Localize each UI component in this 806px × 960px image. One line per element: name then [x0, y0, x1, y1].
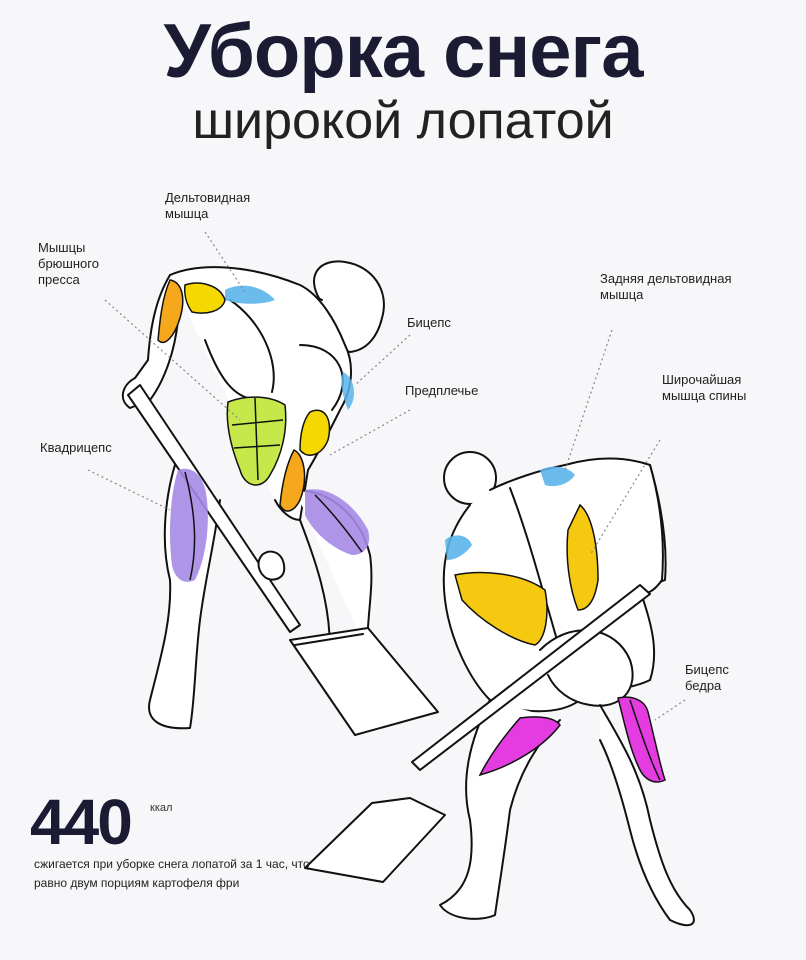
calories-description: сжигается при уборке снега лопатой за 1 …	[34, 857, 310, 890]
label-quadriceps: Квадрицепс	[40, 440, 112, 455]
label-forearm: Предплечье	[405, 383, 479, 398]
label-deltoid: Дельтовидная мышца	[165, 190, 251, 221]
label-latissimus: Широчайшая мышца спины	[662, 372, 747, 403]
label-abs: Мышцы брюшного пресса	[38, 240, 99, 287]
label-biceps: Бицепс	[407, 315, 451, 330]
label-rear-deltoid: Задняя дельтовидная мышца	[600, 271, 732, 302]
calories-value: 440	[30, 786, 133, 858]
page-subtitle: широкой лопатой	[192, 92, 614, 150]
label-hamstring: Бицепс бедра	[685, 662, 729, 693]
muscle-highlights	[157, 279, 666, 783]
back-shovel	[304, 584, 651, 883]
calories-unit: ккал	[150, 802, 173, 814]
front-shovel	[127, 384, 439, 736]
leader-lines	[87, 231, 686, 721]
back-figure	[439, 451, 695, 927]
page-title: Уборка снега	[163, 9, 644, 94]
